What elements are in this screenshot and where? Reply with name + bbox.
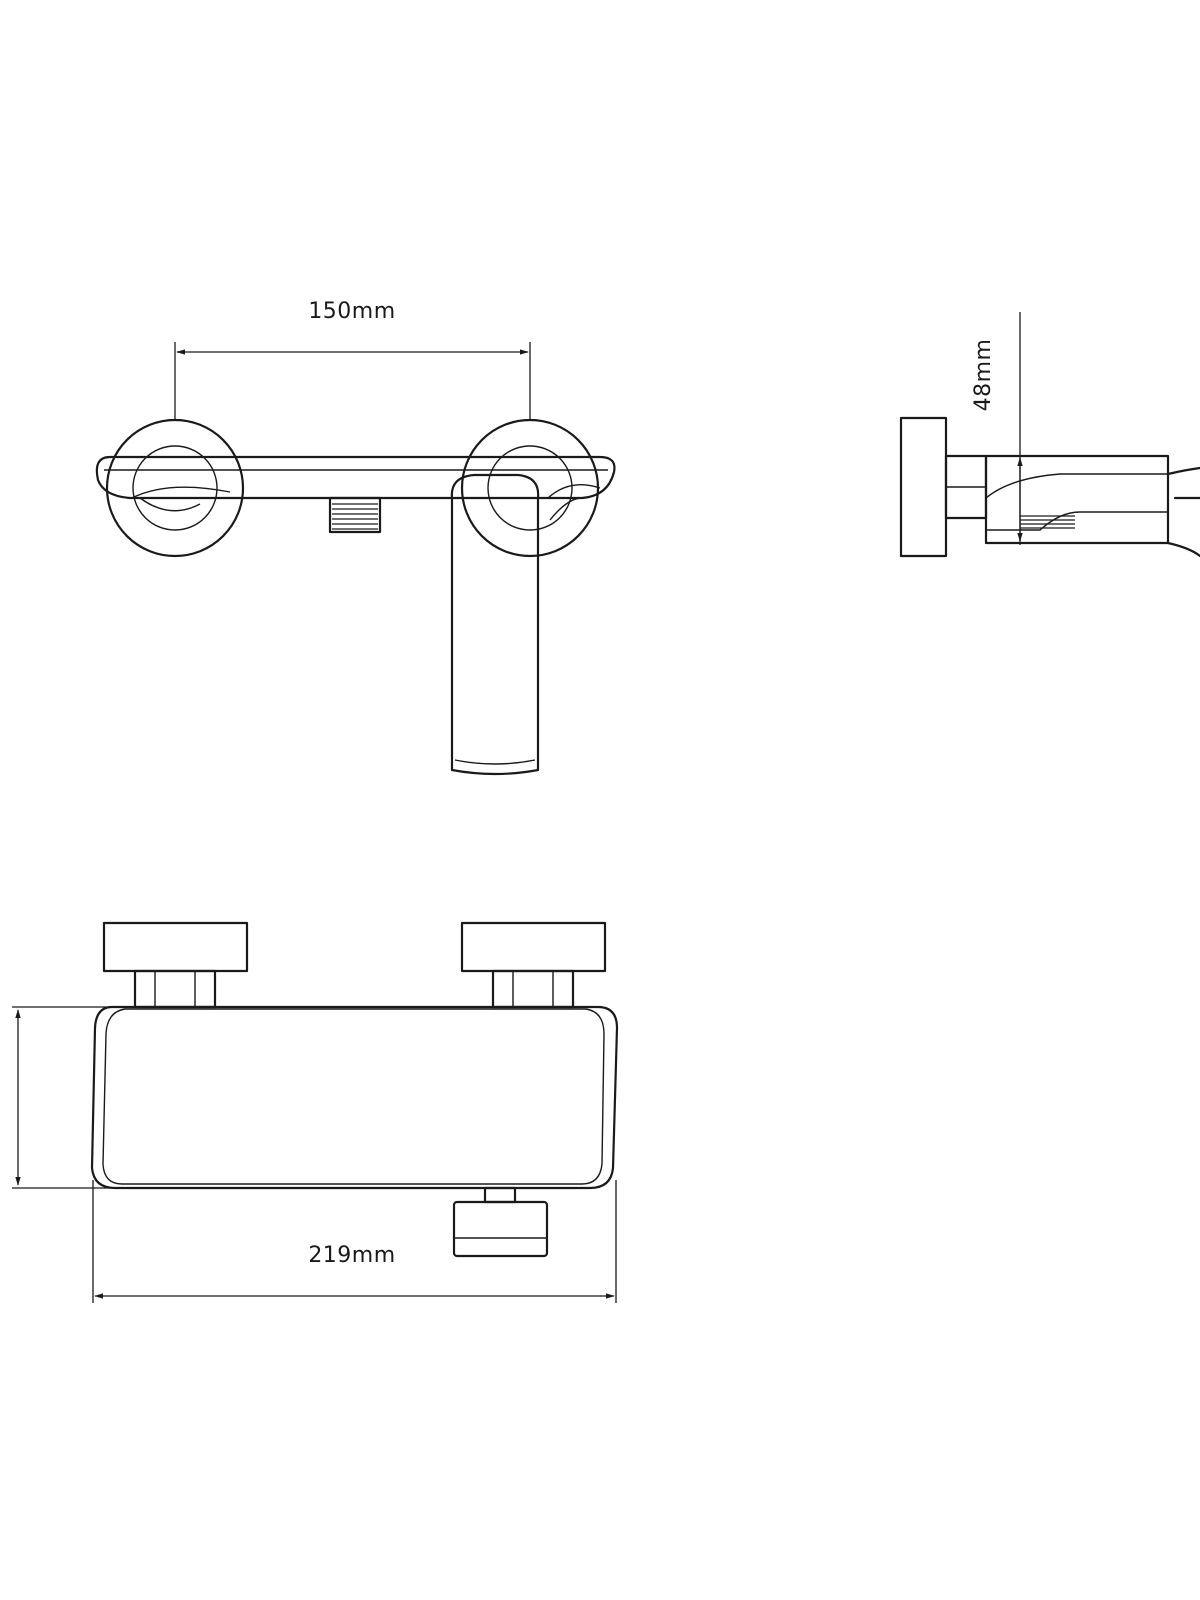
- top-mixer-body-inner: [102, 1008, 605, 1185]
- side-body-lower-contour: [986, 511, 1168, 531]
- side-thread: [1020, 515, 1075, 529]
- front-view: 150mm: [95, 299, 616, 776]
- mixer-body-front: [95, 455, 616, 500]
- dimension-219mm: 219mm: [92, 1180, 617, 1303]
- side-view: 48mm: [899, 312, 1200, 558]
- left-cartridge-detail: [131, 486, 231, 512]
- top-view: 219mm: [12, 921, 619, 1303]
- top-left-connector: [133, 969, 217, 1009]
- top-right-connector: [491, 969, 575, 1009]
- right-wall-flange: [460, 418, 600, 558]
- lever-handle-tip: [454, 759, 536, 765]
- dimension-150mm-label: 150mm: [308, 299, 395, 324]
- left-flange-inner-ring: [132, 445, 218, 531]
- top-right-wall-flange: [460, 921, 607, 973]
- dimension-48mm: 48mm: [971, 312, 1023, 545]
- dimension-48mm-label: 48mm: [971, 339, 996, 412]
- right-flange-inner-ring: [487, 445, 573, 531]
- right-cartridge-detail: [547, 484, 601, 521]
- side-wall-flange: [899, 416, 948, 558]
- lever-handle: [450, 473, 540, 776]
- top-lever-handle: [452, 1186, 549, 1258]
- threaded-outlet: [328, 496, 382, 534]
- top-mixer-body-outer: [90, 1005, 619, 1190]
- top-left-wall-flange: [102, 921, 249, 973]
- dimension-219mm-label: 219mm: [308, 1243, 395, 1268]
- side-lever-handle: [1166, 466, 1200, 558]
- dimension-150mm: 150mm: [174, 299, 531, 420]
- dimension-body-depth: [12, 1006, 110, 1189]
- side-body-upper-contour: [985, 473, 1168, 499]
